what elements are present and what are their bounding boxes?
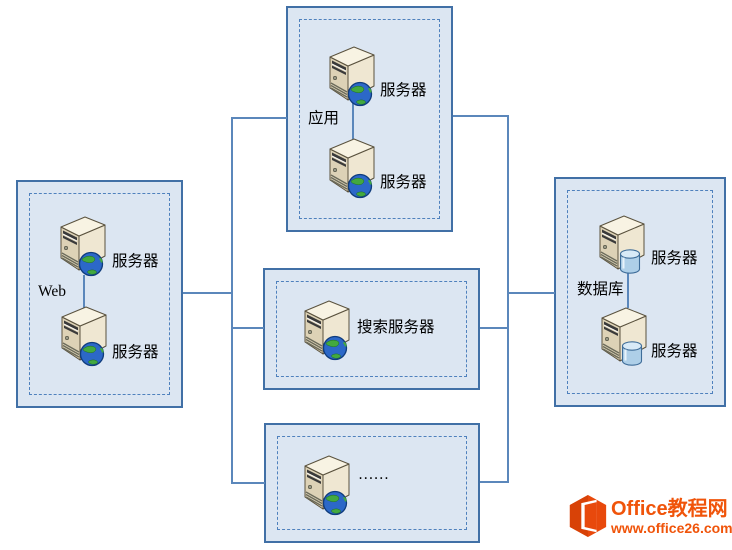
connector-hub-to-app [231,117,287,119]
app-group-inner-border [299,19,440,219]
connector-app-servers [352,103,354,139]
web-group-label: Web [38,283,67,300]
web-server-1-label: 服务器 [112,253,159,270]
connector-left-hub-vertical [231,117,233,484]
server-with-globe-icon [56,304,112,368]
connector-hub-to-search [231,327,264,329]
connector-search-to-right-hub [480,327,509,329]
watermark-brand: Office教程网 [611,498,728,520]
server-with-globe-icon [299,298,355,362]
app-server-2-label: 服务器 [380,174,427,191]
web-server-2-label: 服务器 [112,344,159,361]
app-group-label: 应用 [308,110,340,127]
app-group-box [286,6,453,232]
db-group-inner-border [567,190,713,394]
connector-web-servers [83,275,85,308]
server-with-globe-icon [324,44,380,108]
web-group-inner-border [29,193,170,395]
watermark-url: www.office26.com [611,520,732,536]
db-server-2-label: 服务器 [651,343,698,360]
connector-right-hub-to-db [507,292,555,294]
server-with-globe-icon [299,453,355,517]
web-group-box [16,180,183,408]
db-server-1-label: 服务器 [651,250,698,267]
server-with-database-icon [594,213,650,277]
search-group-inner-border [276,281,467,377]
connector-app-to-right-hub [453,115,509,117]
office-hexagon-logo-icon [567,494,609,538]
more-group-box [264,423,480,543]
app-server-1-label: 服务器 [380,82,427,99]
db-group-label: 数据库 [577,281,624,298]
connector-more-to-right-hub [480,481,509,483]
db-group-box [554,177,726,407]
search-server-label: 搜索服务器 [357,319,435,336]
connector-hub-to-more [231,482,265,484]
connector-db-servers [627,273,629,308]
server-with-globe-icon [324,136,380,200]
search-group-box [263,268,480,390]
server-with-database-icon [596,305,652,369]
more-server-label: …… [358,466,389,483]
connector-right-hub-vertical [507,115,509,483]
more-group-inner-border [277,436,467,530]
server-with-globe-icon [55,214,111,278]
connector-web-to-left-hub [183,292,232,294]
